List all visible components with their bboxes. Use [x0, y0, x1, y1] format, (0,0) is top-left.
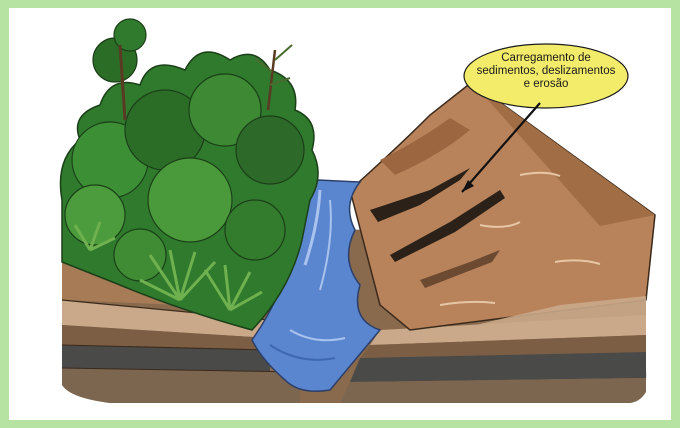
- eroded-hillside: [350, 82, 655, 342]
- callout-label: Carregamento de sedimentos, deslizamento…: [468, 52, 624, 91]
- callout-line-1: Carregamento de: [468, 52, 624, 65]
- callout-line-2: sedimentos, deslizamentos: [468, 65, 624, 78]
- callout-line-3: e erosão: [468, 78, 624, 91]
